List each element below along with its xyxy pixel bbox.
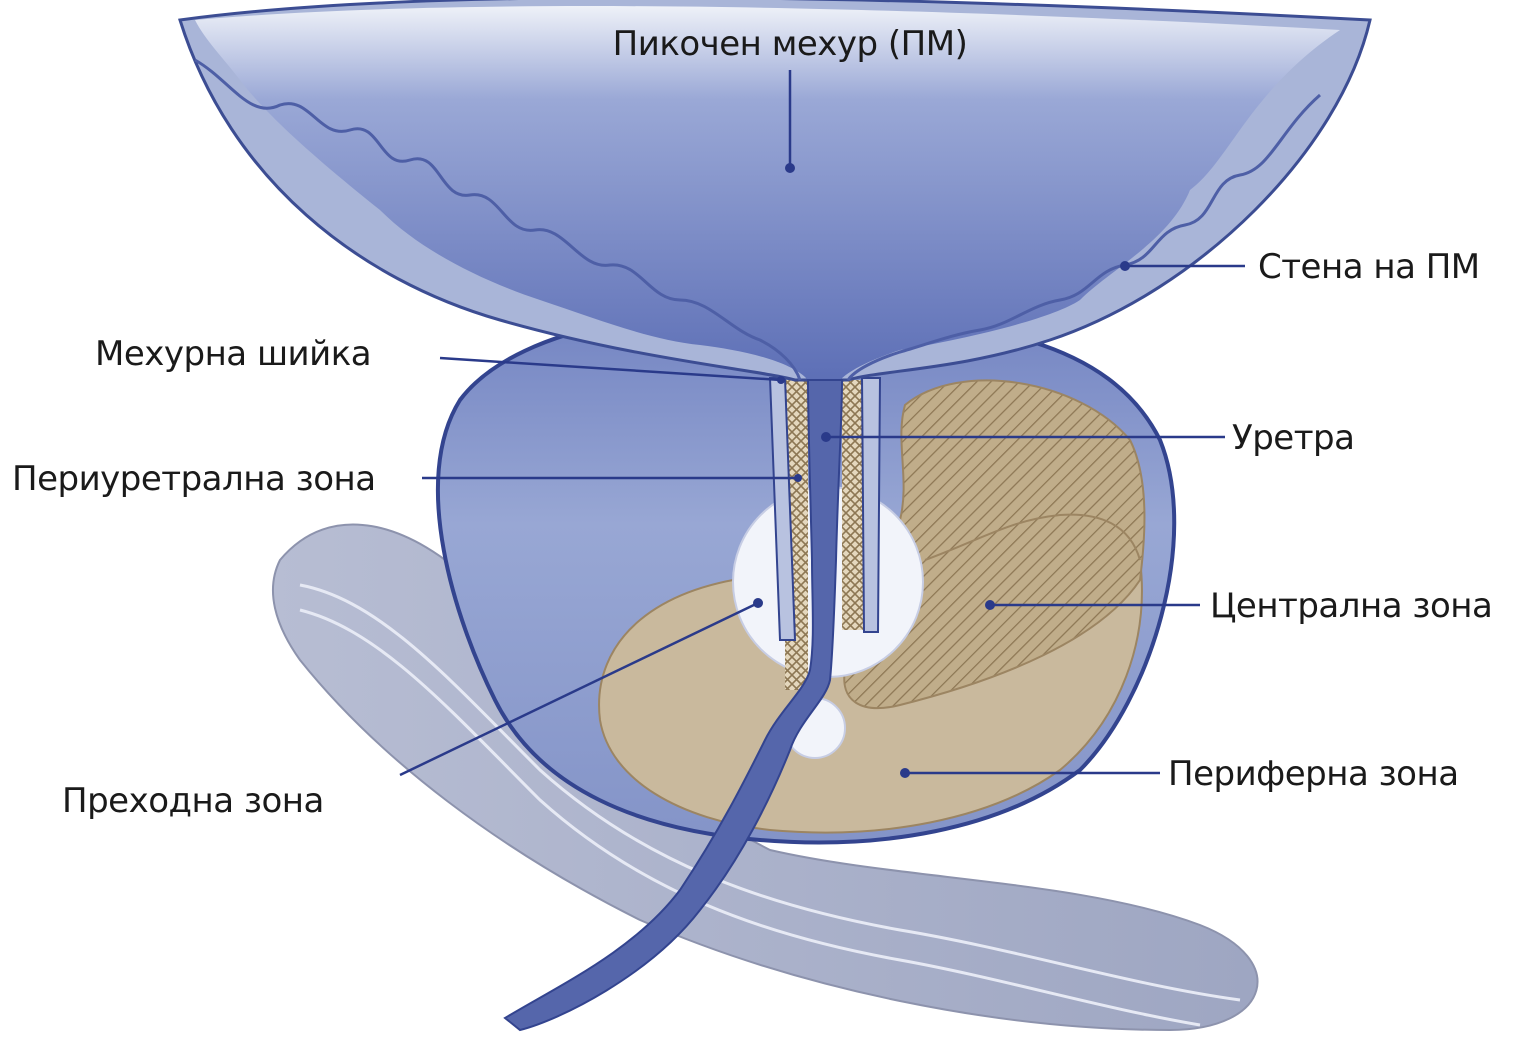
label-peripheral-zone: Периферна зона bbox=[1168, 754, 1459, 794]
label-bladder-neck: Мехурна шийка bbox=[95, 334, 371, 374]
label-central-zone: Централна зона bbox=[1210, 586, 1492, 626]
label-urethra: Уретра bbox=[1232, 418, 1354, 458]
label-periurethral-zone: Периуретрална зона bbox=[12, 459, 376, 499]
label-bladder-wall: Стена на ПМ bbox=[1258, 247, 1480, 287]
label-bladder: Пикочен мехур (ПМ) bbox=[613, 24, 968, 64]
label-transition-zone: Преходна зона bbox=[62, 781, 324, 821]
